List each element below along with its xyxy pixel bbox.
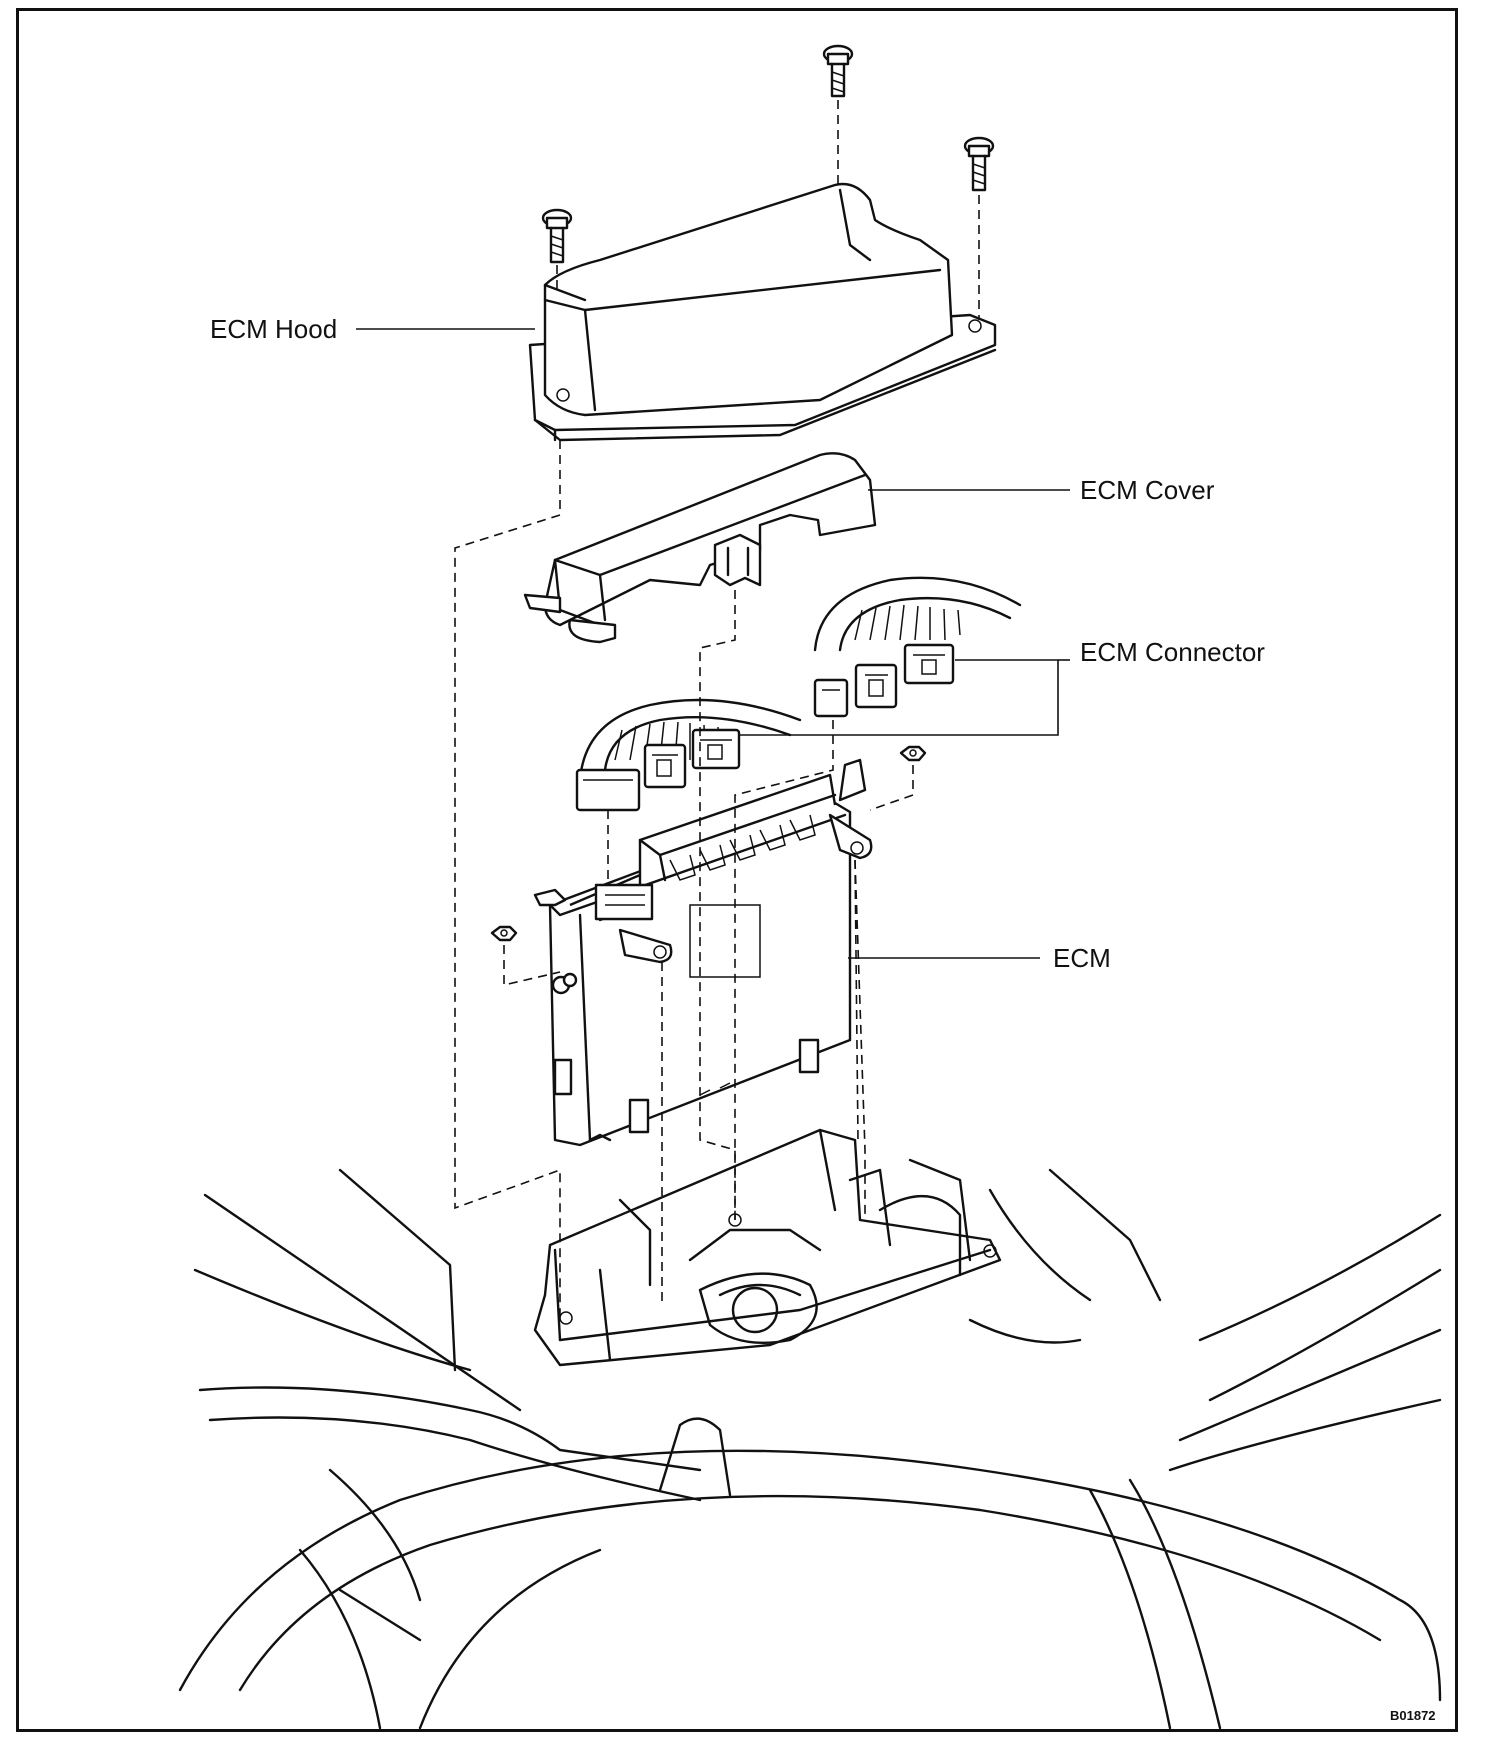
ecm-cover-label: ECM Cover <box>1080 475 1215 505</box>
figure-code: B01872 <box>1390 1708 1436 1723</box>
ecm-connectors-rear <box>813 576 1022 718</box>
ecm-unit <box>533 758 873 1147</box>
bolt-icon <box>963 136 995 192</box>
nut-icon <box>899 745 927 762</box>
ecm-hood <box>528 182 997 442</box>
ecm-hood-label: ECM Hood <box>210 314 338 344</box>
bolt-icon <box>541 208 573 264</box>
ecm-tray <box>533 1128 1002 1367</box>
alignment-lines <box>454 100 980 1318</box>
ecm-connectors-front <box>575 698 802 812</box>
nut-icon <box>490 925 518 942</box>
leader-lines <box>356 328 1070 959</box>
ecm-cover <box>523 452 877 644</box>
hood-bolts <box>541 44 995 264</box>
ecm-connector-label: ECM Connector <box>1080 637 1265 667</box>
ecm-label: ECM <box>1053 943 1111 973</box>
vehicle-body <box>178 1168 1442 1730</box>
bolt-icon <box>822 44 854 98</box>
